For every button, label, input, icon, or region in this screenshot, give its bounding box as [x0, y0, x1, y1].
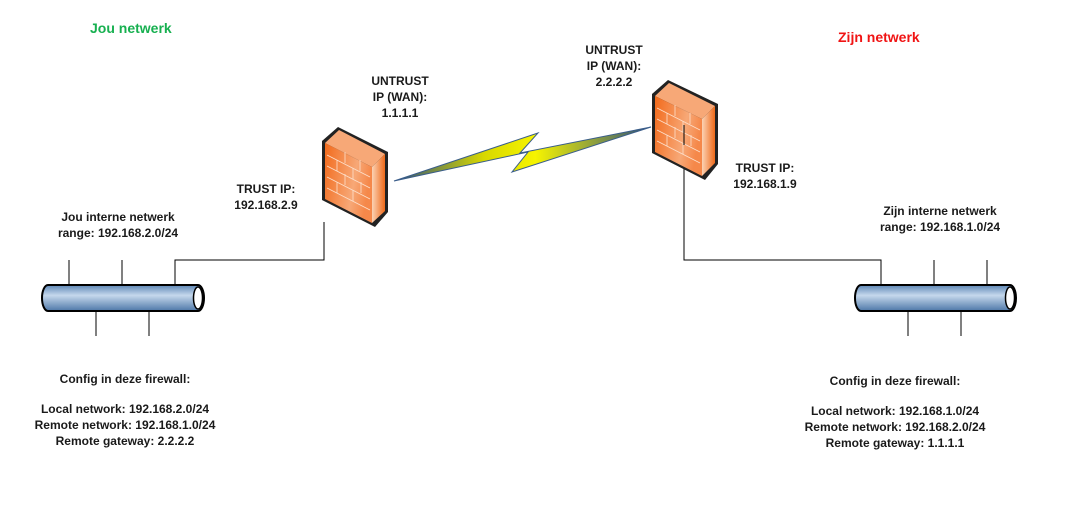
left-trust-value: 192.168.2.9	[234, 198, 298, 212]
right-untrust-line: IP (WAN):	[586, 59, 642, 73]
left-config-remote-network: Remote network: 192.168.1.0/24	[34, 418, 216, 432]
wan-link-bolt	[393, 126, 652, 182]
right-config-heading: Config in deze firewall:	[829, 374, 961, 388]
left-firewall-icon	[322, 127, 388, 227]
right-internal-network-range: range: 192.168.1.0/24	[879, 220, 1001, 234]
left-trust-ip-label: TRUST IP: 192.168.2.9	[228, 181, 304, 213]
right-internal-network-name: Zijn interne netwerk	[883, 204, 997, 218]
left-trust-line: TRUST IP:	[236, 182, 296, 196]
left-untrust-value: 1.1.1.1	[381, 106, 419, 120]
left-lan-bus	[41, 260, 205, 336]
left-internal-network-name: Jou interne netwerk	[61, 210, 175, 224]
left-config-heading: Config in deze firewall:	[59, 372, 191, 386]
left-network-title: Jou netwerk	[90, 20, 172, 36]
right-firewall-icon	[652, 80, 718, 180]
right-config-local-network: Local network: 192.168.1.0/24	[810, 404, 980, 418]
right-lan-bus	[854, 260, 1017, 336]
left-untrust-line: UNTRUST	[371, 74, 429, 88]
right-trust-connection	[683, 145, 882, 285]
right-network-title: Zijn netwerk	[838, 29, 920, 45]
right-trust-line: TRUST IP:	[735, 161, 795, 175]
right-internal-network-label: Zijn interne netwerk range: 192.168.1.0/…	[870, 203, 1010, 235]
right-firewall-config: Config in deze firewall: Local network: …	[790, 373, 1000, 451]
left-internal-network-label: Jou interne netwerk range: 192.168.2.0/2…	[48, 209, 188, 241]
left-trust-connection	[174, 222, 325, 285]
left-untrust-line: IP (WAN):	[372, 90, 428, 104]
right-untrust-value: 2.2.2.2	[595, 75, 633, 89]
left-config-remote-gateway: Remote gateway: 2.2.2.2	[55, 434, 195, 448]
right-trust-value: 192.168.1.9	[733, 177, 797, 191]
left-untrust-ip-label: UNTRUST IP (WAN): 1.1.1.1	[368, 73, 432, 121]
right-untrust-ip-label: UNTRUST IP (WAN): 2.2.2.2	[582, 42, 646, 90]
right-config-remote-network: Remote network: 192.168.2.0/24	[804, 420, 986, 434]
right-trust-ip-label: TRUST IP: 192.168.1.9	[727, 160, 803, 192]
left-internal-network-range: range: 192.168.2.0/24	[57, 226, 179, 240]
left-config-local-network: Local network: 192.168.2.0/24	[40, 402, 210, 416]
right-config-remote-gateway: Remote gateway: 1.1.1.1	[825, 436, 965, 450]
left-firewall-config: Config in deze firewall: Local network: …	[20, 371, 230, 449]
right-untrust-line: UNTRUST	[585, 43, 643, 57]
